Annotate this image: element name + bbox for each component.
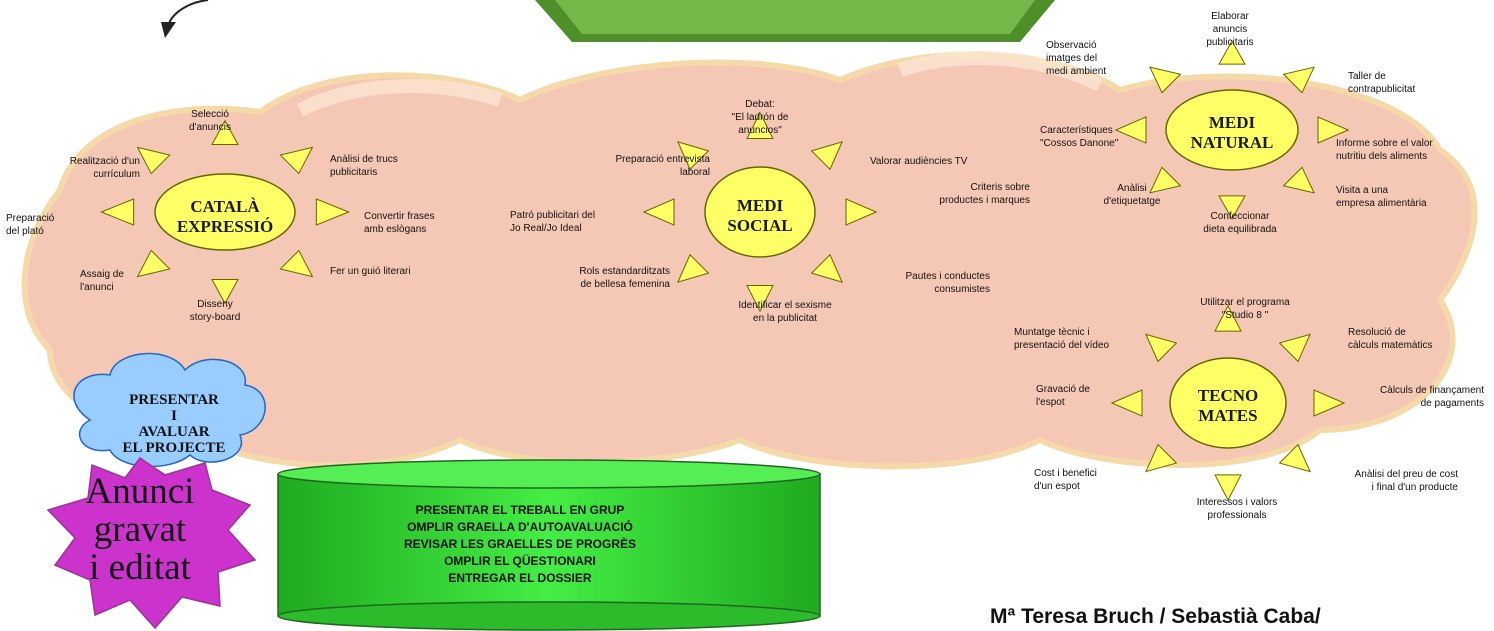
label-dieta: Confeccionar dieta equilibrada — [1203, 211, 1277, 235]
sun-ray — [136, 249, 171, 278]
sun-center — [154, 173, 296, 251]
label-etiquetatge: Anàlisi d'etiquetatge — [1103, 183, 1161, 207]
label-calculs-matematics: Resolució de càlculs matemàtics — [1348, 327, 1433, 351]
sun-ray — [1214, 304, 1242, 332]
label-debat: Debat: "El ladrón de anuncios" — [731, 99, 789, 136]
sun-ray — [1149, 166, 1182, 194]
sun-ray — [1218, 40, 1246, 65]
sun-ray — [677, 141, 710, 171]
sun-ray — [1317, 116, 1350, 144]
hub-natural: MEDI NATURAL — [1190, 113, 1274, 152]
label-seleccio: Selecció d'anuncis — [189, 109, 231, 133]
label-sexisme: Identificar el sexisme en la publicitat — [738, 300, 832, 324]
curved-arrow — [161, 0, 209, 38]
hub-tecno: TECNO MATES — [1197, 386, 1259, 425]
sun-ray — [100, 198, 135, 226]
sun-ray — [1278, 333, 1311, 363]
label-interessos: Interessos i valors professionals — [1196, 497, 1278, 521]
label-gravacio: Gravació de l'espot — [1036, 384, 1090, 408]
hub-social: MEDI SOCIAL — [727, 196, 793, 235]
label-cost-benefici: Cost i benefici d'un espot — [1034, 468, 1097, 492]
label-rols: Rols estandarditzats de bellesa femenina — [579, 266, 670, 290]
sun-ray — [1214, 474, 1242, 502]
sun-ray — [810, 253, 843, 283]
sun-ray — [1278, 443, 1311, 473]
sun-catala — [100, 119, 350, 305]
label-convertir-frases: Convertir frases amb eslògans — [364, 211, 435, 235]
sun-ray — [315, 198, 350, 226]
label-curriculum: Realització d'un currículum — [69, 156, 140, 180]
sun-ray — [1149, 66, 1182, 94]
label-muntatge: Muntatge tècnic i presentació del vídeo — [1014, 327, 1110, 351]
label-observacio: Observació imatges del medi ambient — [1046, 40, 1107, 77]
sun-ray — [642, 198, 675, 226]
sun-ray — [845, 198, 878, 226]
label-patro: Patró publicitari del Jo Real/Jo Ideal — [510, 210, 596, 234]
sun-social — [642, 111, 878, 313]
label-studio: Utilitzar el programa "Studio 8 " — [1200, 297, 1290, 321]
presentar-cloud — [73, 352, 266, 468]
sun-center — [1165, 89, 1299, 171]
sun-ray — [810, 141, 843, 171]
sun-center — [704, 166, 816, 258]
label-preparacio-plato: Preparació del plató — [6, 213, 55, 237]
label-elaborar-anuncis: Elaborar anuncis publicitaris — [1206, 11, 1254, 48]
label-visita: Visita a una empresa alimentària — [1336, 185, 1427, 209]
label-informe: Informe sobre el valor nutritiu dels ali… — [1336, 138, 1433, 162]
label-criteris: Criteris sobre productes i marques — [939, 182, 1030, 206]
label-disseny: Disseny story-board — [189, 299, 241, 323]
cylinder-tasks-text: PRESENTAR EL TREBALL EN GRUP OMPLIR GRAE… — [403, 503, 637, 585]
sun-ray — [1282, 66, 1315, 94]
top-box — [535, 0, 1055, 42]
label-analisi-trucs: Anàlisi de trucs publicitaris — [330, 154, 398, 178]
label-taller: Taller de contrapublicitat — [1348, 71, 1416, 95]
sun-ray — [677, 253, 710, 283]
tasks-cylinder — [277, 459, 821, 631]
sun-ray — [1145, 333, 1178, 363]
label-pautes: Pautes i conductes consumistes — [905, 271, 991, 295]
anunci-star-text: Anunci gravat i editat — [85, 471, 195, 588]
sun-hubs — [100, 40, 1350, 502]
sun-ray — [746, 284, 774, 313]
label-entrevista: Preparació entrevista laboral — [615, 154, 711, 178]
anunci-star — [46, 456, 257, 630]
sun-ray — [1114, 116, 1147, 144]
label-assaig: Assaig de l'anunci — [80, 269, 124, 293]
label-valorar-audiencies: Valorar audiències TV — [870, 156, 968, 167]
sun-ray — [1218, 195, 1246, 220]
sun-ray — [1282, 166, 1315, 194]
background-cloud — [21, 51, 1478, 470]
sun-tecno — [1110, 304, 1346, 502]
label-finansament: Càlculs de finançament de pagaments — [1380, 385, 1484, 409]
sun-ray — [1110, 389, 1143, 417]
sun-center — [1169, 357, 1287, 449]
sun-ray — [211, 119, 239, 145]
sun-ray — [1313, 389, 1346, 417]
label-caracteristiques: Característiques "Cossos Danone" — [1040, 125, 1119, 149]
sun-natural — [1114, 40, 1350, 220]
label-guio-literari: Fer un guió literari — [330, 266, 411, 277]
author-credit: Mª Teresa Bruch / Sebastià Caba/ — [990, 605, 1321, 628]
sun-ray — [279, 146, 314, 175]
sun-ray — [211, 279, 239, 305]
presentar-cloud-text: PRESENTAR I AVALUAR EL PROJECTE — [122, 392, 226, 456]
sun-ray — [746, 111, 774, 140]
hub-catala: CATALÀ EXPRESSIÓ — [176, 197, 274, 236]
label-preu-cost: Anàlisi del preu de cost i final d'un pr… — [1354, 469, 1458, 493]
sun-ray — [136, 146, 171, 175]
sun-ray — [279, 249, 314, 278]
sun-ray — [1145, 443, 1178, 473]
